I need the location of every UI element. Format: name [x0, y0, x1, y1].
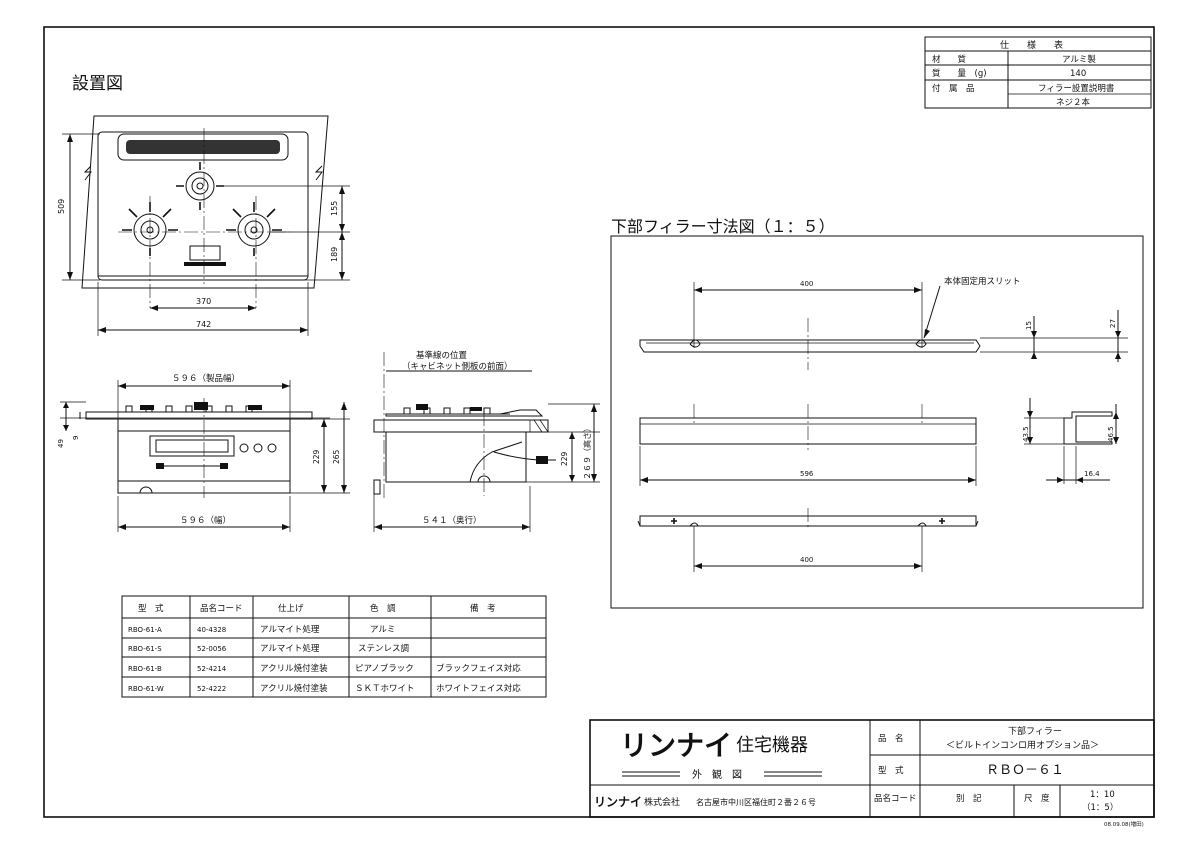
code-value: 別 記	[956, 793, 982, 804]
spec-value-material: アルミ製	[1062, 54, 1096, 65]
table-row: ピアノブラック	[355, 663, 414, 674]
spec-value-weight: 140	[1070, 69, 1086, 79]
burner-left-icon	[122, 202, 178, 256]
date-stamp: 08.09.08(増田)	[1104, 820, 1144, 828]
table-row: ブラックフェイス対応	[436, 663, 521, 674]
name-label: 品 名	[878, 733, 904, 744]
table-row: RBO-61-S	[128, 645, 162, 653]
models-header-type: 型 式	[138, 603, 164, 614]
filler-frame	[610, 235, 1144, 609]
spec-title: 仕 様 表	[1000, 39, 1063, 51]
front-height-body: 229	[312, 449, 321, 464]
side-depth-label: ５４１（奥行）	[422, 515, 482, 526]
title-block: リンナイ 住宅機器 外 観 図 リンナイ 株式会社 名古屋市中川区福住町２番２６…	[589, 719, 1155, 818]
company-address: 名古屋市中川区福住町２番２６号	[696, 797, 816, 807]
table-row: アクリル焼付塗装	[260, 663, 328, 674]
filler-dim-h1: 15	[1025, 321, 1033, 330]
name-line1: 下部フィラー	[1008, 725, 1062, 737]
table-row: RBO-61-A	[128, 626, 162, 634]
table-row: 40-4328	[197, 626, 226, 634]
scale-value-1: 1：10	[1090, 790, 1115, 800]
installation-title: 設置図	[72, 74, 123, 94]
spec-value-screws: ネジ２本	[1056, 97, 1091, 108]
scale-label: 尺 度	[1024, 793, 1050, 804]
spec-value-accessory: フィラー設置説明書	[1038, 83, 1115, 94]
table-row: ＳＫＴホワイト	[355, 684, 415, 694]
table-row: ステンレス調	[358, 643, 409, 654]
dim-width: 742	[196, 320, 211, 329]
filler-sec-h2: 46.5	[1107, 426, 1115, 442]
spec-label-accessory: 付 属 品	[932, 83, 975, 94]
filler-drawing: 下部フィラー寸法図（１：５） 400 本体固定用スリット 15 27	[610, 217, 1144, 609]
company-suffix: 株式会社	[644, 796, 680, 808]
brand-logo: リンナイ	[620, 729, 732, 762]
filler-sec-w: 16.4	[1084, 470, 1100, 478]
scale-value-2: （1：5）	[1082, 802, 1118, 813]
installation-view: 設置図	[57, 74, 350, 336]
table-row: アルマイト処理	[260, 624, 320, 635]
side-height-body: 229	[560, 451, 569, 466]
dim-burner-front: 189	[330, 247, 339, 262]
filler-dim-h2: 27	[1109, 319, 1117, 328]
company-logo: リンナイ	[594, 795, 642, 809]
dim-depth: 509	[57, 199, 66, 214]
brand-logo-sub: 住宅機器	[736, 735, 808, 756]
table-row: RBO-61-B	[128, 665, 162, 673]
type-label: 型 式	[878, 765, 904, 776]
table-row: アクリル焼付塗装	[260, 683, 328, 694]
code-label: 品名コード	[874, 793, 917, 804]
name-line2: ＜ビルトインコンロ用オプション品＞	[946, 740, 1099, 751]
spec-label-material: 材 質	[932, 54, 967, 65]
dim-burner-gap: 155	[330, 201, 339, 216]
front-top-gap: 9	[72, 436, 80, 440]
side-view: 基準線の位置 （キャビネット側板の前面） 229	[373, 350, 600, 532]
front-top-h: 49	[57, 439, 65, 448]
spec-label-weight: 質 量 (g)	[932, 68, 987, 79]
side-ref-sub: （キャビネット側板の前面）	[402, 361, 513, 372]
models-table: 型 式 品名コード 仕上げ 色 調 備 考 RBO-61-A 40-4328 ア…	[121, 595, 547, 698]
filler-slit-label: 本体固定用スリット	[944, 276, 1021, 287]
table-row: 52-4214	[197, 665, 227, 673]
table-row: RBO-61-W	[128, 685, 164, 693]
dim-burner-span: 370	[196, 297, 211, 306]
table-row: ホワイトフェイス対応	[436, 683, 521, 694]
filler-dim-bottom: 400	[800, 556, 813, 564]
table-row: アルマイト処理	[260, 643, 320, 654]
filler-dim-width: 596	[800, 470, 814, 478]
burner-right-icon	[226, 202, 282, 256]
table-row: アルミ	[370, 625, 395, 635]
front-width-label: ５９６（製品幅）	[172, 373, 240, 384]
models-header-notes: 備 考	[470, 603, 496, 614]
models-header-finish: 仕上げ	[278, 603, 304, 614]
models-header-code: 品名コード	[200, 603, 243, 614]
spec-table: 仕 様 表 材 質 アルミ製 質 量 (g) 140 付 属 品 フィラー設置説…	[924, 36, 1152, 109]
filler-title: 下部フィラー寸法図（１：５）	[611, 217, 835, 236]
models-header-color: 色 調	[370, 603, 396, 614]
side-height-label: ２６９（高さ）	[582, 424, 592, 480]
view-name: 外 観 図	[692, 768, 742, 781]
front-height-total: 265	[332, 449, 341, 464]
table-row: 52-4222	[197, 685, 226, 693]
filler-sec-h1: 43.5	[1022, 426, 1030, 442]
table-row: 52-0056	[197, 645, 227, 653]
front-width-bottom: ５９６（幅）	[180, 515, 231, 526]
filler-dim-top: 400	[800, 280, 813, 288]
type-value: ＲＢＯ－６１	[986, 763, 1064, 778]
front-view: ５９６（製品幅） 49 9 229	[57, 373, 350, 532]
side-ref-title: 基準線の位置	[416, 350, 468, 361]
